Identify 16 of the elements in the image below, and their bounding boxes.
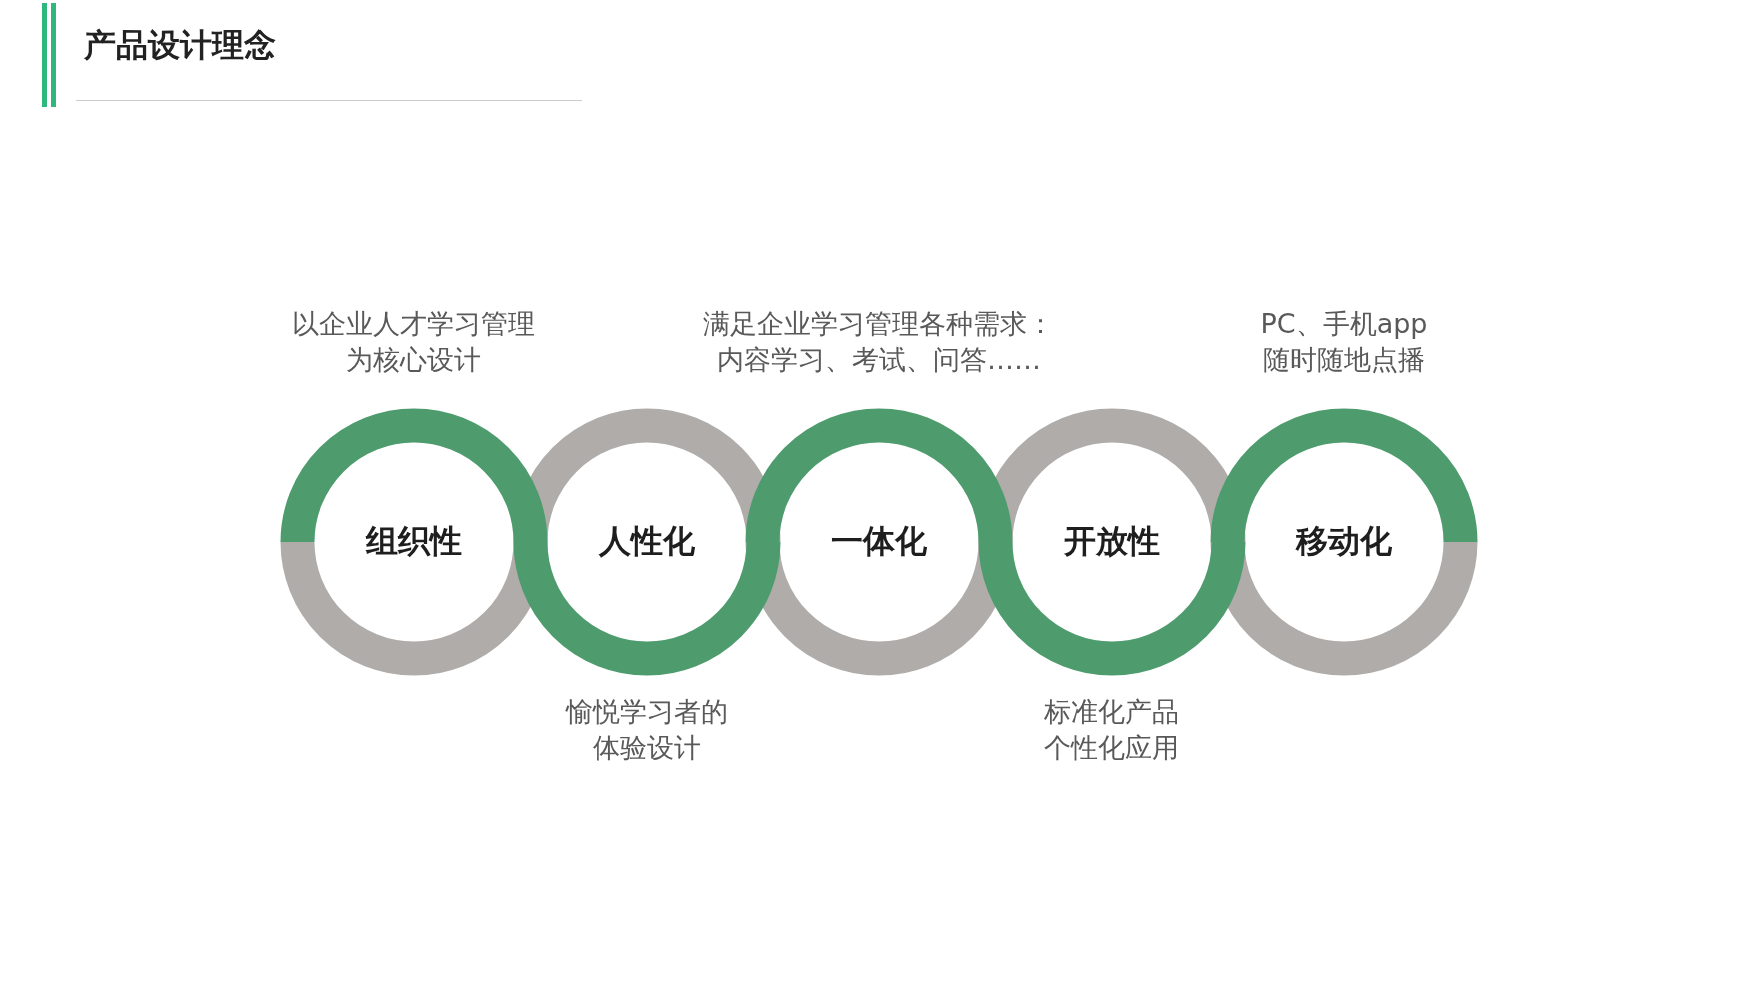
ring-label: 移动化 <box>1296 521 1392 562</box>
ring-label: 一体化 <box>831 521 927 562</box>
slide-title: 产品设计理念 <box>84 25 276 66</box>
ring-label: 人性化 <box>599 521 695 562</box>
ring-node <box>281 409 547 675</box>
ring-label: 组织性 <box>366 521 462 562</box>
ring-label: 开放性 <box>1064 521 1160 562</box>
caption-text: 标准化产品个性化应用 <box>1043 695 1181 765</box>
caption-text: 满足企业学习管理各种需求：内容学习、考试、问答…… <box>702 307 1056 377</box>
caption-text: 以企业人才学习管理为核心设计 <box>291 307 537 377</box>
caption-text: 愉悦学习者的体验设计 <box>564 695 729 765</box>
caption-text: PC、手机app随时随地点播 <box>1260 307 1428 377</box>
ring-node <box>514 409 780 675</box>
ring-node <box>979 409 1245 675</box>
ring-node <box>1211 409 1477 675</box>
ring-node <box>746 409 1012 675</box>
